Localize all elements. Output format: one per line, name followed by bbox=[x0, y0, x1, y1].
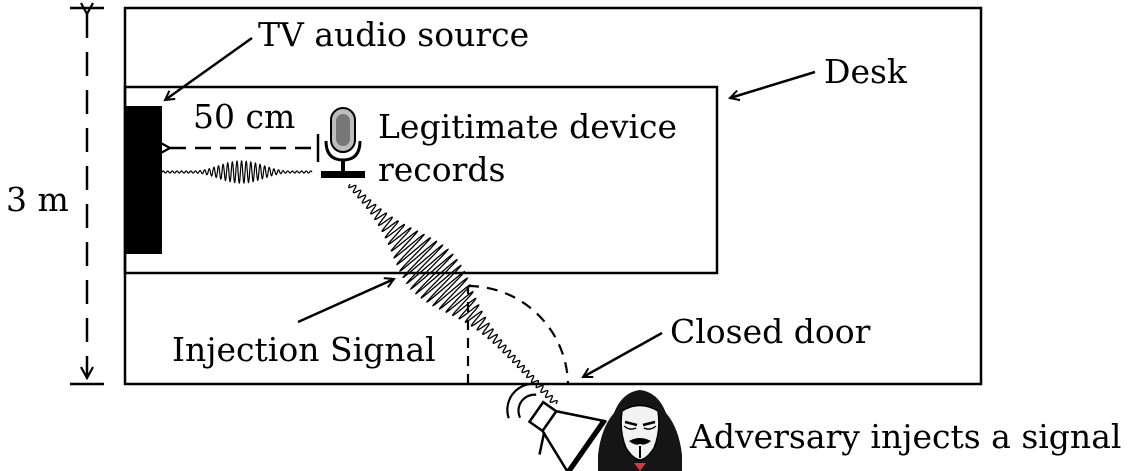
device-label-line2: records bbox=[378, 150, 506, 189]
device-label-line1: Legitimate device bbox=[378, 107, 677, 146]
desk-arrow bbox=[730, 70, 816, 98]
door-label: Closed door bbox=[670, 312, 871, 351]
room-height-label: 3 m bbox=[6, 180, 69, 219]
injection-signal-wave bbox=[348, 183, 558, 405]
adversary-label: Adversary injects a signal bbox=[689, 417, 1121, 456]
desk-label: Desk bbox=[824, 52, 908, 91]
hooded-mask-icon bbox=[598, 390, 682, 471]
injection-label: Injection Signal bbox=[172, 330, 436, 369]
tv-speaker-block bbox=[126, 106, 162, 254]
tv-audio-wave bbox=[154, 160, 313, 185]
door-swing-arc bbox=[467, 284, 570, 385]
door-arrow bbox=[583, 331, 663, 379]
injection-arrow bbox=[297, 279, 394, 324]
distance-label: 50 cm bbox=[193, 97, 295, 136]
microphone-icon bbox=[321, 107, 365, 178]
tv-source-arrow bbox=[165, 36, 253, 100]
desk-outline bbox=[123, 85, 719, 275]
tv-source-label: TV audio source bbox=[258, 15, 529, 54]
megaphone-icon bbox=[506, 382, 607, 471]
